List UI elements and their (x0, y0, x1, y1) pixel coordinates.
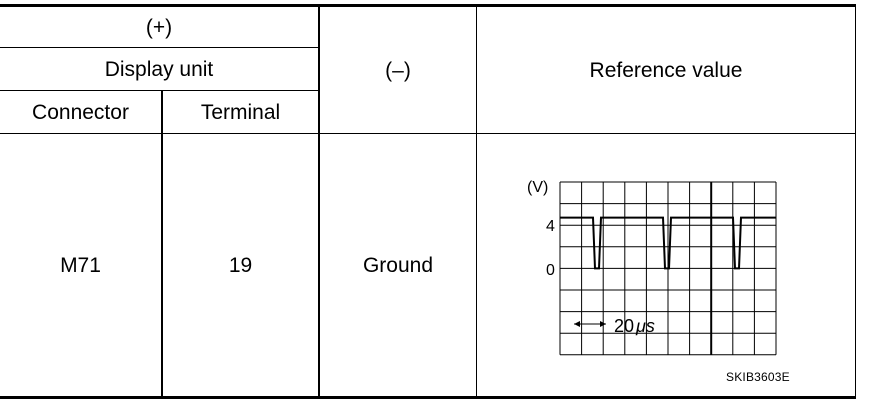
header-plus: (+) (145, 15, 173, 39)
cell-terminal-value: 19 (228, 253, 253, 277)
waveform-trace (560, 216, 776, 270)
header-terminal: Terminal (200, 100, 281, 124)
cell-minus-value: Ground (362, 253, 434, 277)
header-divider-1 (0, 47, 318, 48)
header-bottom-border (0, 133, 856, 134)
cell-connector-value: M71 (60, 253, 101, 277)
header-display-unit: Display unit (104, 57, 214, 81)
header-connector: Connector (32, 100, 129, 124)
figure-code: SKIB3603E (726, 370, 790, 384)
col-divider-reference (476, 4, 477, 397)
header-minus: (–) (385, 58, 411, 82)
col-divider-connector (161, 90, 163, 397)
time-division-value: 20 (614, 316, 634, 336)
time-division-marker: 20 μs (574, 316, 655, 336)
oscilloscope-waveform: (V) 4 0 20 μs (510, 172, 810, 362)
table-bottom-border (0, 396, 856, 399)
table-top-border (0, 4, 856, 7)
header-divider-2 (0, 90, 318, 91)
col-divider-minus (318, 4, 320, 397)
time-division-unit: μs (635, 316, 655, 336)
y-tick-4: 4 (546, 218, 555, 235)
table-right-border (855, 4, 856, 397)
y-tick-0: 0 (546, 262, 555, 279)
oscilloscope-grid: (V) 4 0 20 μs (527, 179, 777, 356)
y-unit-label: (V) (527, 179, 548, 196)
header-reference-value: Reference value (589, 58, 743, 82)
